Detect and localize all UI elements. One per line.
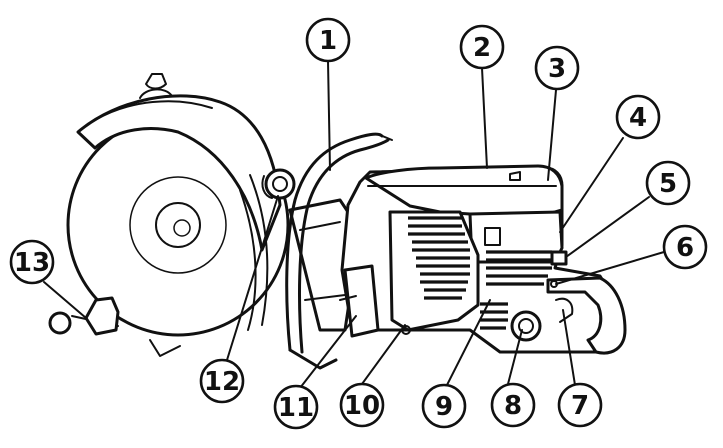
callout-4: 4 — [615, 94, 661, 140]
callout-number: 9 — [435, 392, 453, 422]
leader-13 — [43, 281, 87, 319]
blade-guard — [76, 73, 282, 331]
callout-10: 10 — [339, 382, 385, 428]
blade-shaft-knob — [261, 168, 296, 200]
callout-7: 7 — [557, 382, 603, 428]
callout-13: 13 — [9, 239, 55, 285]
callout-number: 6 — [676, 233, 694, 263]
callout-number: 1 — [319, 26, 337, 56]
air-filter-cover — [468, 210, 564, 264]
leader-lines — [43, 60, 665, 389]
rear-handle — [546, 276, 627, 355]
leader-6 — [555, 251, 665, 285]
leader-12 — [226, 195, 279, 361]
callout-12: 12 — [199, 358, 245, 404]
callout-3: 3 — [534, 45, 580, 91]
callout-9: 9 — [421, 383, 467, 429]
cooling-panel — [388, 210, 480, 335]
leader-7 — [562, 309, 576, 386]
leader-10 — [361, 324, 406, 385]
leader-1 — [327, 60, 331, 171]
callout-11: 11 — [273, 384, 319, 430]
leader-11 — [299, 315, 357, 389]
callout-6: 6 — [662, 224, 708, 270]
leader-5 — [565, 196, 650, 258]
callout-number: 13 — [14, 248, 50, 278]
callout-5: 5 — [645, 160, 691, 206]
callout-number: 10 — [344, 391, 380, 421]
callout-2: 2 — [459, 24, 505, 70]
callout-number: 11 — [278, 393, 314, 423]
callout-number: 8 — [504, 391, 522, 421]
leader-2 — [481, 67, 488, 169]
decompression-valve — [550, 250, 568, 266]
leader-9 — [446, 299, 491, 386]
callout-number: 5 — [659, 169, 677, 199]
callouts: 1 2 3 4 5 6 7 8 — [9, 17, 708, 430]
side-vents — [408, 216, 470, 300]
callout-number: 2 — [473, 33, 491, 63]
callout-number: 3 — [548, 54, 566, 84]
leader-4 — [559, 137, 624, 233]
callout-number: 7 — [571, 391, 589, 421]
callout-number: 4 — [629, 103, 647, 133]
front-handle — [285, 132, 393, 370]
callout-1: 1 — [305, 17, 351, 63]
callout-8: 8 — [490, 382, 536, 428]
callout-number: 12 — [204, 367, 240, 397]
guard-adjust-handle — [48, 296, 181, 357]
starter-handle — [510, 310, 542, 342]
leader-3 — [547, 89, 557, 181]
leader-8 — [507, 329, 523, 385]
